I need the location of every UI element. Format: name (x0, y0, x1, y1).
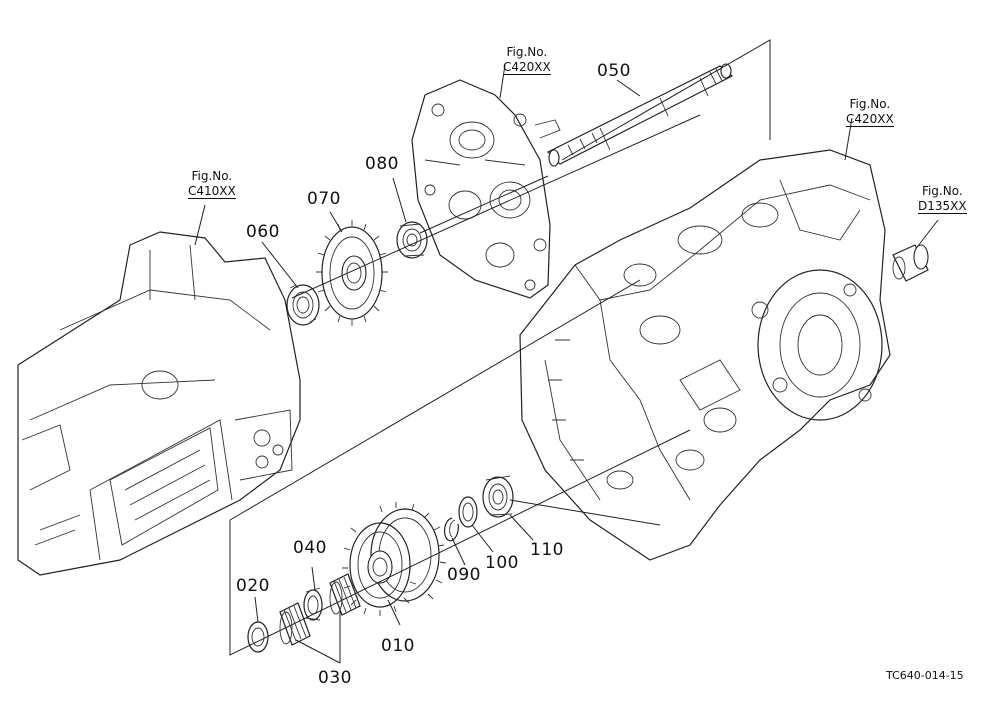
shaft-050 (546, 63, 734, 167)
figure-ref-caption: Fig.No. (506, 45, 548, 59)
part-label-050: 050 (597, 61, 631, 81)
needle-bearing-030-b (329, 573, 361, 616)
part-label-110: 110 (530, 540, 564, 560)
right-transmission-case (519, 149, 891, 561)
part-label-070: 070 (307, 189, 341, 209)
gear-070 (316, 220, 388, 326)
figure-ref-number: C410XX (188, 184, 236, 199)
part-label-090: 090 (447, 565, 481, 585)
part-label-020: 020 (236, 576, 270, 596)
snap-ring-090 (443, 517, 459, 542)
figure-ref-left: Fig.No. C410XX (188, 170, 236, 199)
figure-ref-far-right: Fig.No. D135XX (918, 185, 967, 214)
figure-ref-caption: Fig.No. (191, 169, 233, 183)
part-label-060: 060 (246, 222, 280, 242)
figure-ref-caption: Fig.No. (921, 184, 963, 198)
washer-020 (247, 621, 269, 653)
part-label-010: 010 (381, 636, 415, 656)
assembly-lines (194, 39, 939, 664)
drawing-code: TC640-014-15 (886, 669, 964, 682)
figure-ref-number: C420XX (846, 112, 894, 127)
figure-ref-right: Fig.No. C420XX (846, 98, 894, 127)
bearing-060 (286, 284, 320, 326)
figure-ref-number: D135XX (918, 199, 967, 214)
needle-bearing-030-a (279, 602, 311, 646)
figure-ref-caption: Fig.No. (849, 97, 891, 111)
washer-100 (458, 496, 478, 528)
bushing-far-right (892, 244, 929, 282)
bearing-110 (482, 475, 514, 518)
part-label-040: 040 (293, 538, 327, 558)
gear-010 (342, 502, 447, 616)
figure-ref-top: Fig.No. C420XX (503, 46, 551, 75)
bearing-cover-plate (411, 79, 561, 299)
part-label-030: 030 (318, 668, 352, 688)
collar-040 (303, 587, 323, 621)
left-transmission-housing (17, 231, 301, 576)
figure-ref-number: C420XX (503, 60, 551, 75)
part-label-100: 100 (485, 553, 519, 573)
part-label-080: 080 (365, 154, 399, 174)
